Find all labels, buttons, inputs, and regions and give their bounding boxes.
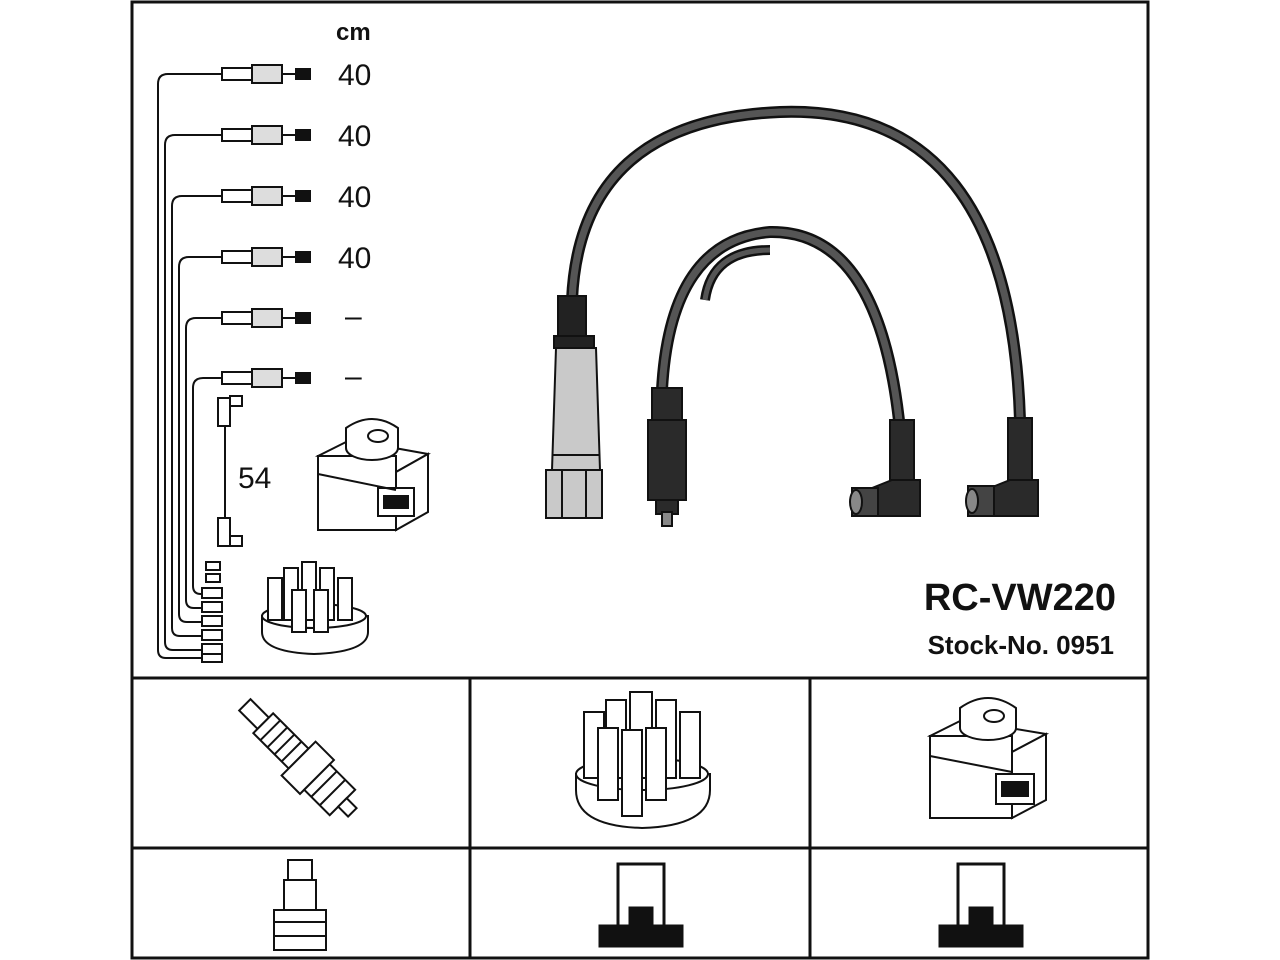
lead-set-illustration xyxy=(545,105,1039,527)
lead-connector-icon xyxy=(221,64,311,84)
product-code: RC-VW220 xyxy=(924,577,1116,619)
coil-boot-icon xyxy=(647,387,687,527)
angled-boot-icon xyxy=(849,419,921,517)
lead-connector-icon xyxy=(221,368,311,388)
lead-length: – xyxy=(345,300,362,333)
lead-row-4: 40 xyxy=(221,242,371,275)
lead-row-3: 40 xyxy=(221,181,371,214)
lead-connector-icon xyxy=(221,247,311,267)
cap-terminal-icon xyxy=(598,862,684,948)
lead-connector-icon xyxy=(221,186,311,206)
lead-row-1: 40 xyxy=(221,59,371,92)
coil-lead-length: 54 xyxy=(238,462,271,495)
short-cable xyxy=(656,225,906,431)
sheet-frame xyxy=(130,0,1150,960)
distributor-cap-icon xyxy=(261,561,369,656)
ignition-coil-icon xyxy=(314,418,431,532)
lead-row-2: 40 xyxy=(221,120,371,153)
lead-row-5: – xyxy=(221,300,362,333)
coil-terminal-icon xyxy=(938,862,1024,948)
unit-label: cm xyxy=(336,19,371,46)
lead-row-6: – xyxy=(221,360,362,393)
lead-length: 40 xyxy=(338,181,371,214)
lead-length: 40 xyxy=(338,120,371,153)
plug-terminal-icon xyxy=(273,859,327,951)
lead-length: – xyxy=(345,360,362,393)
plug-boot-icon xyxy=(545,295,603,519)
spark-plug-icon xyxy=(237,697,358,818)
coil-lead xyxy=(217,395,243,547)
distributor-cap-icon xyxy=(575,691,711,830)
angled-boot-icon xyxy=(965,417,1039,517)
lead-schematic xyxy=(157,73,222,659)
cap-terminals-stack xyxy=(201,561,223,663)
stock-number: Stock-No. 0951 xyxy=(928,630,1114,660)
lead-length: 40 xyxy=(338,242,371,275)
lead-connector-icon xyxy=(221,125,311,145)
lead-connector-icon xyxy=(221,308,311,328)
ignition-coil-icon xyxy=(926,697,1050,820)
lead-length: 40 xyxy=(338,59,371,92)
